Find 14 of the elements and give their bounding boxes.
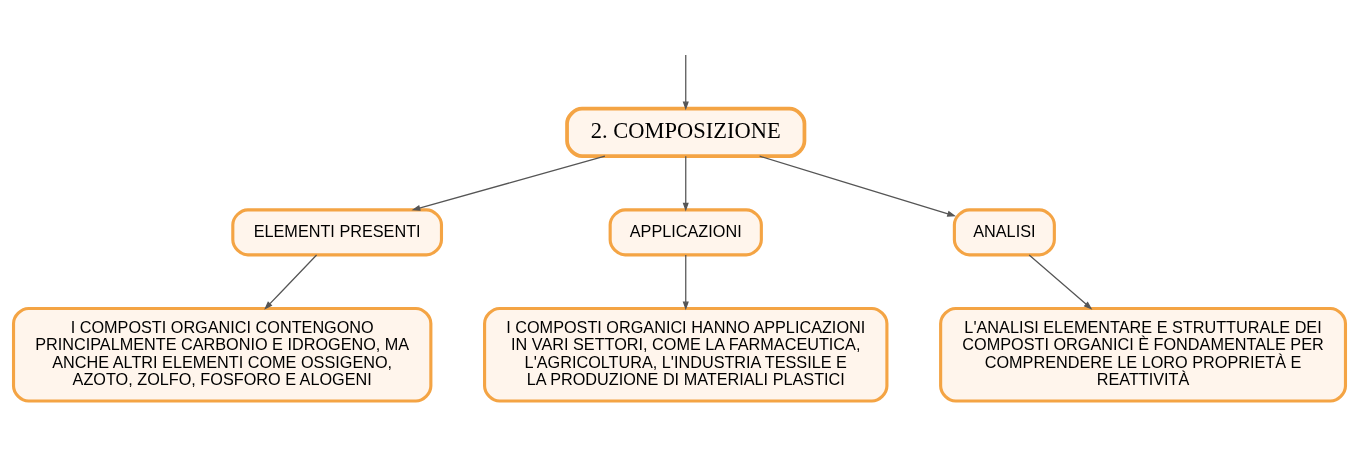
arrow (682, 155, 689, 212)
node-box: I COMPOSTI ORGANICI HANNO APPLICAZIONI IN VARI SETTORI, COME LA FARMACEUTICA, L'AGRICOLTURA, L'INDUSTRIA TESSILE E LA PRODUZIONE DI MATERIALI PLASTICI (483, 307, 889, 403)
arrow (1028, 254, 1093, 310)
node-box: L'ANALISI ELEMENTARE E STRUTTURALE DEI COMPOSTI ORGANICI È FONDAMENTALE PER COMPRENDERE LE LORO PROPRIETÀ E REATTIVITÀ (939, 307, 1348, 403)
node-box: APPLICAZIONI (608, 208, 763, 257)
arrow (682, 54, 689, 111)
node-box: 2. COMPOSIZIONE (565, 106, 807, 158)
arrow (264, 254, 318, 310)
arrow (682, 254, 689, 311)
arrow (759, 155, 956, 217)
arrow (411, 155, 606, 211)
node-box: ELEMENTI PRESENTI (231, 208, 444, 257)
node-box: I COMPOSTI ORGANICI CONTENGONO PRINCIPALMENTE CARBONIO E IDROGENO, MA ANCHE ALTRI ELEMENTI COME OSSIGENO, AZOTO, ZOLFO, FOSFORO E ALOGENI (11, 307, 433, 403)
node-box: ANALISI (952, 208, 1056, 257)
